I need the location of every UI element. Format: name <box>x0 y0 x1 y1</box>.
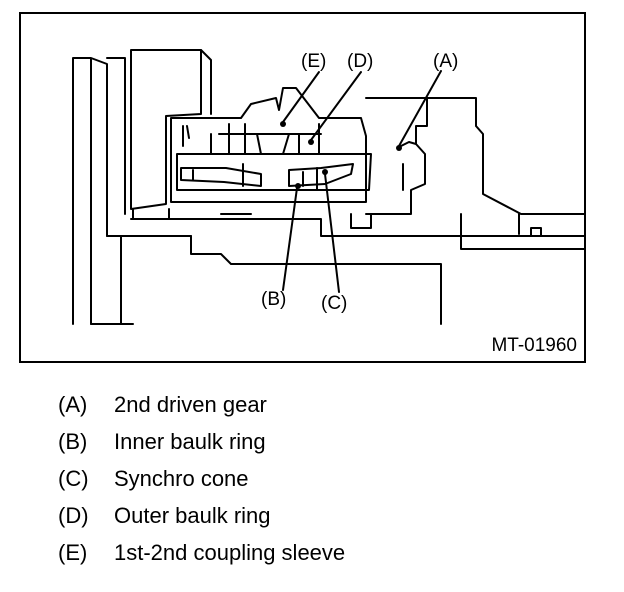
callout-e: (E) <box>301 51 327 72</box>
callout-d: (D) <box>347 51 374 72</box>
legend-text: Synchro cone <box>114 466 249 491</box>
figure-id: MT-01960 <box>491 335 577 356</box>
callout-a: (A) <box>433 51 459 72</box>
callout-c: (C) <box>321 293 348 314</box>
legend-item: (E) 1st-2nd coupling sleeve <box>58 540 345 577</box>
callout-b: (B) <box>261 289 287 310</box>
legend-key: (E) <box>58 540 88 565</box>
legend-text: Inner baulk ring <box>114 429 266 454</box>
diagram-frame: (A) (B) (C) (D) (E) MT-01960 <box>19 12 586 363</box>
legend-item: (C) Synchro cone <box>58 466 345 503</box>
legend-item: (D) Outer baulk ring <box>58 503 345 540</box>
legend-list: (A) 2nd driven gear (B) Inner baulk ring (… <box>58 392 345 577</box>
legend-key: (C) <box>58 466 89 491</box>
legend-text: Outer baulk ring <box>114 503 271 528</box>
legend-text: 2nd driven gear <box>114 392 267 417</box>
legend-key: (B) <box>58 429 88 454</box>
legend-key: (A) <box>58 392 88 417</box>
legend-key: (D) <box>58 503 89 528</box>
legend-item: (A) 2nd driven gear <box>58 392 345 429</box>
transmission-cross-section <box>72 49 584 325</box>
legend-text: 1st-2nd coupling sleeve <box>114 540 346 565</box>
legend-item: (B) Inner baulk ring <box>58 429 345 466</box>
